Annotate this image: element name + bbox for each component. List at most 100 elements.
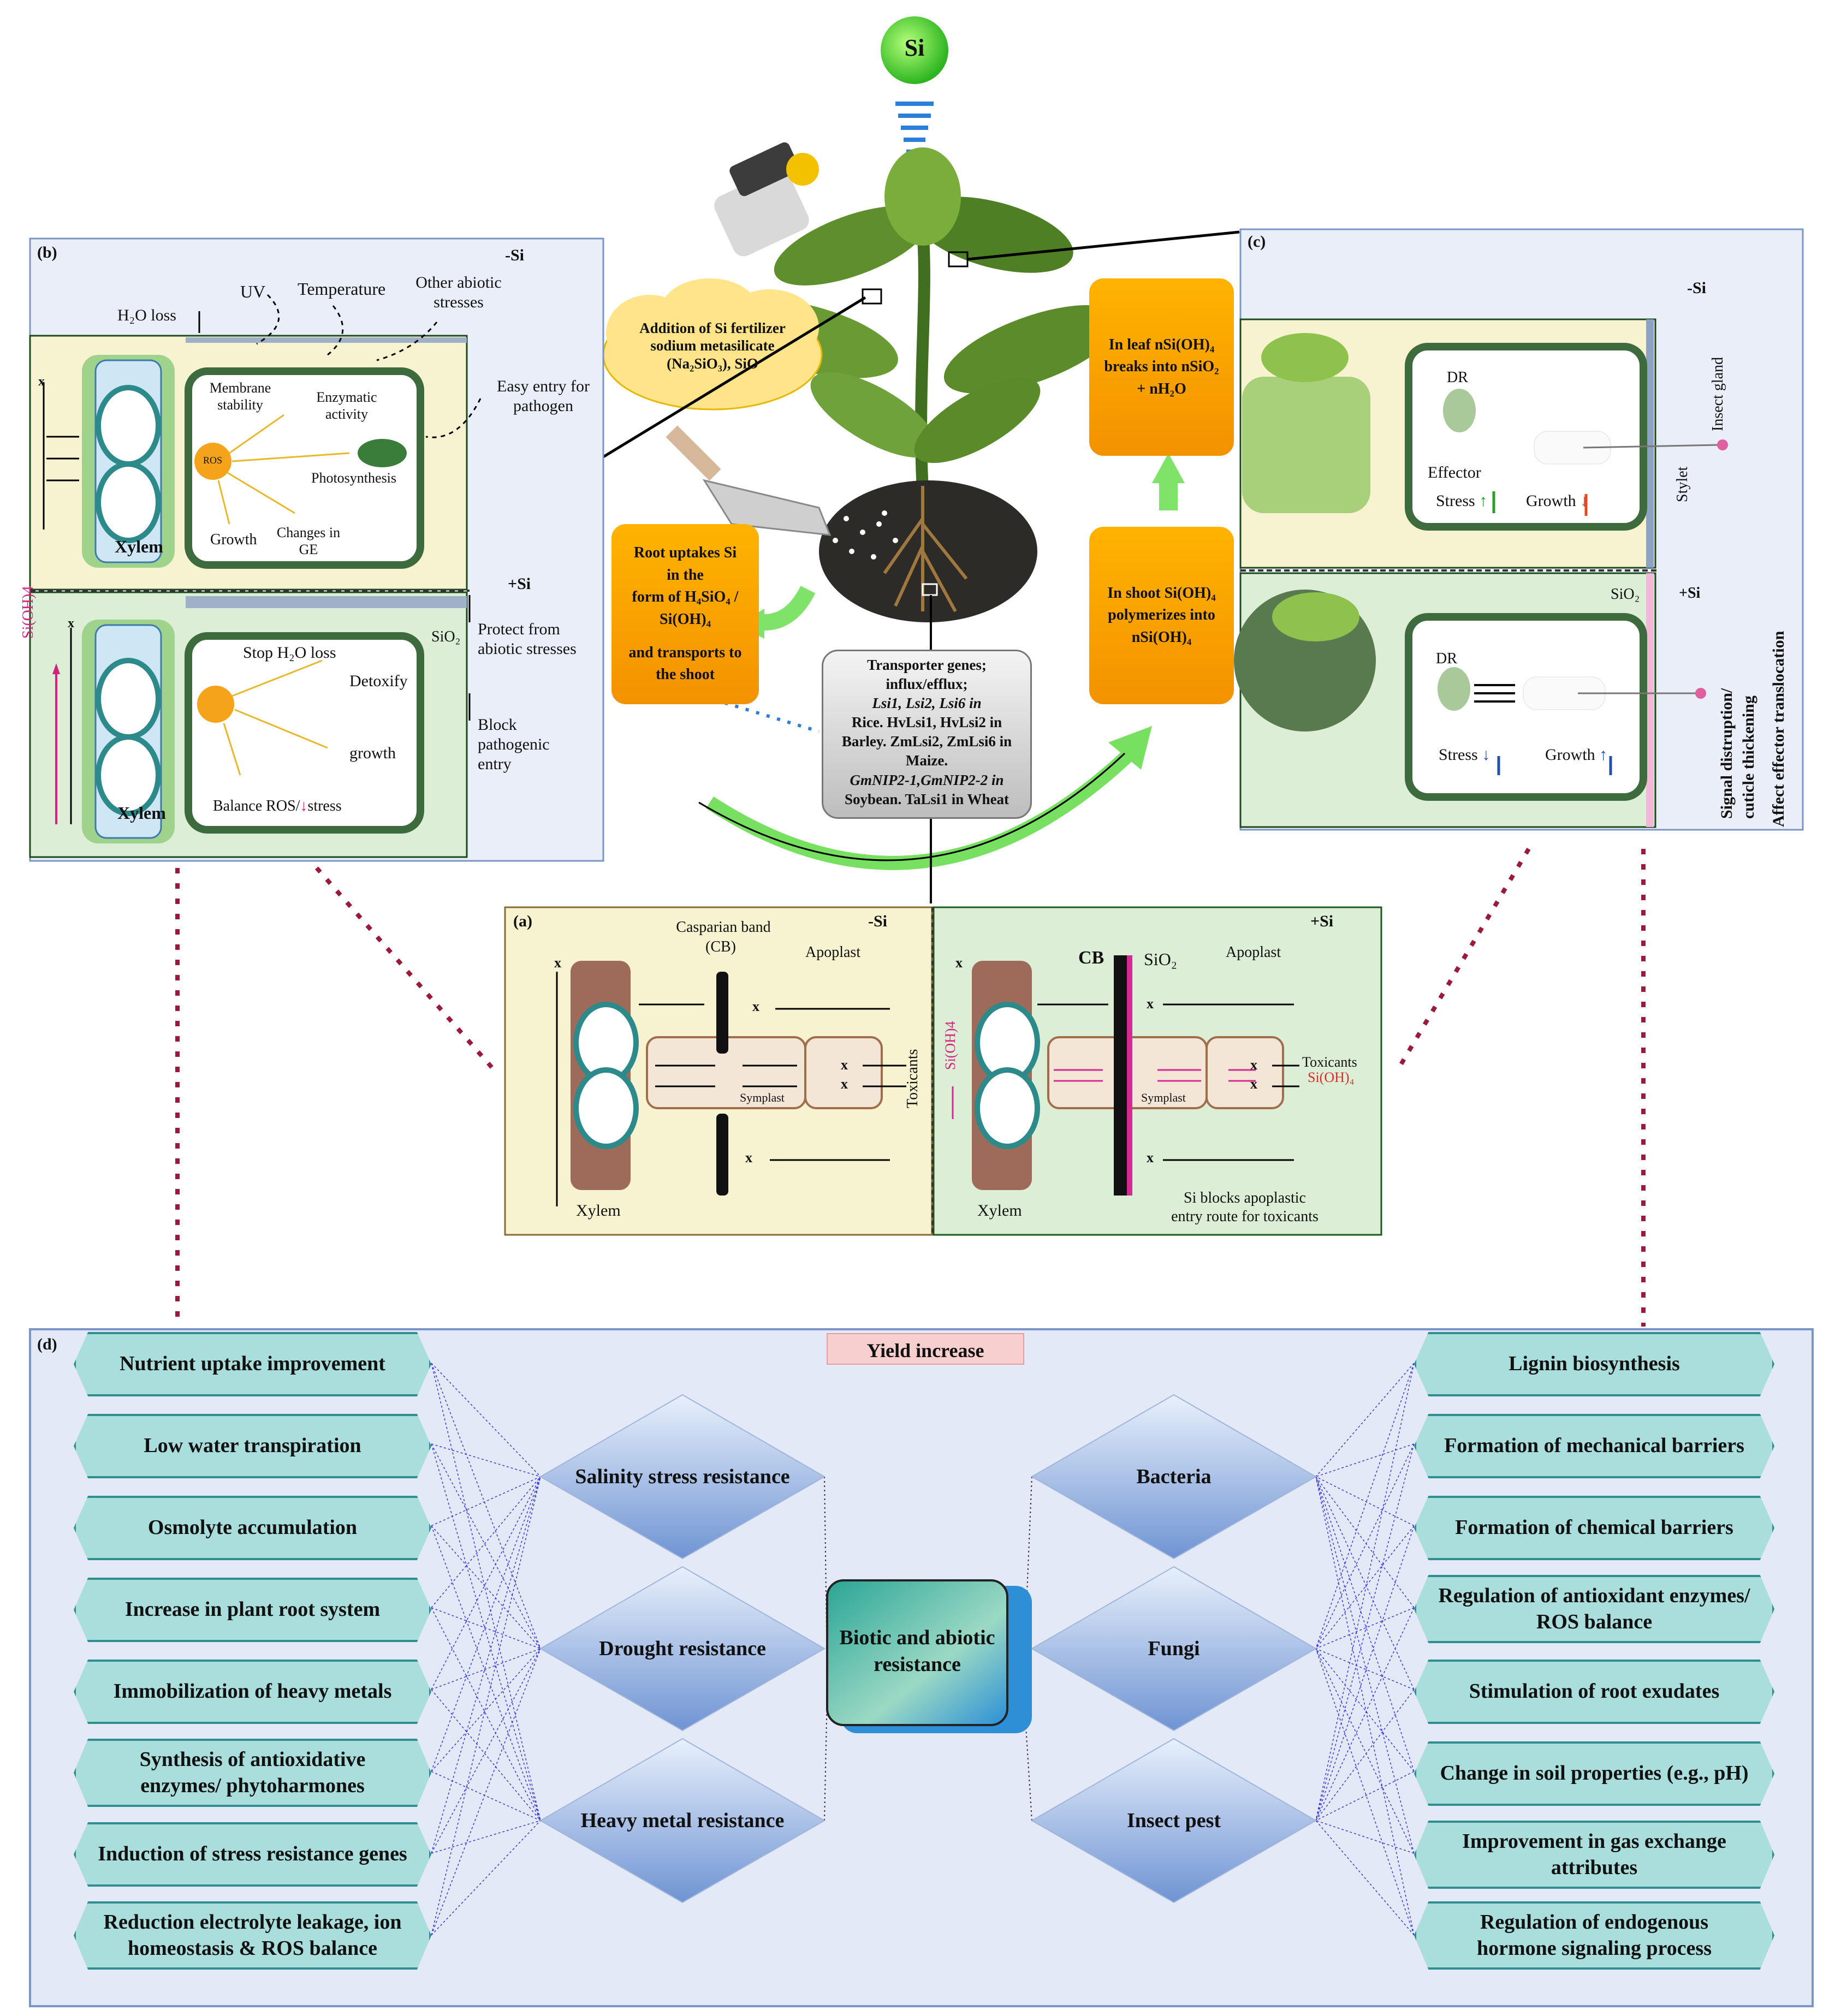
stress-text: stress [307,798,342,814]
si-label: Si [904,34,925,61]
panel-b-plus-si: +Si [508,575,531,593]
left-item-3: Osmolyte accumulation [74,1496,431,1560]
stress-up-label: Stress ↑ [1436,492,1488,510]
toxicants-label: Toxicants [1302,1054,1357,1070]
green-arrow-left [764,585,816,631]
block-label: Block pathogenic entry [478,716,550,773]
leaf-break-box: In leaf nSi(OH)₄ breaks into nSiO₂ + nH₂… [1089,278,1234,456]
enzymatic-label: Enzymatic activity [316,389,377,423]
stylet-label: Stylet [1674,466,1691,502]
left-item-2: Low water transpiration [74,1414,431,1478]
diamonds [539,1394,1317,1904]
sioh4-vertical-b: Si(OH)4 [20,586,37,639]
transporter-line-6: Maize. [905,752,948,769]
shoot-line-2: polymerizes into [1108,606,1215,624]
panel-b-minus-si: -Si [505,246,525,264]
x-mark-a3: x [841,1057,848,1073]
growth-plus-label: growth [349,744,396,762]
x-axis-mark-top: x [38,374,45,389]
root-line-3: form of H₄SiO₄ / [632,588,739,606]
dr-label-bottom: DR [1436,650,1457,667]
effector-label: Effector [1428,463,1481,481]
network-right [1315,1363,1415,1936]
cloud-shape [602,278,823,411]
transporter-line-4: Rice. HvLsi1, HvLsi2 in [851,714,1002,731]
panel-c-plus-si: +Si [1679,585,1701,602]
apoplast-label-a2: Apoplast [1226,944,1281,961]
network-left [431,1363,541,1936]
left-item-6: Synthesis of antioxidative enzymes/ phyt… [74,1739,431,1807]
sioh4-red-label: Si(OH)₄ [1308,1069,1355,1085]
x-mark-a1: x [554,955,561,971]
left-item-1: Nutrient uptake improvement [74,1332,431,1396]
insect-gland-label: Insect gland [1709,356,1726,431]
x-mark-a8: x [1250,1057,1257,1073]
easy-entry-label: Easy entry for pathogen [497,377,590,415]
leaf-line-1: In leaf nSi(OH)₄ [1108,336,1215,353]
x-mark-a6: x [955,955,963,971]
sioh4-vertical-a: Si(OH)4 [942,1021,958,1070]
growth-down-label: Growth ↓ [1526,492,1589,510]
stress-down-text: Stress [1439,746,1478,764]
panel-a-plus-si: +Si [1310,912,1334,930]
casparian-label: Casparian band [676,919,771,936]
si-ball [881,16,948,84]
shoot-polymer-box: In shoot Si(OH)₄ polymerizes into nSi(OH… [1089,527,1234,704]
diamond-insect-pest: Insect pest [1126,1809,1221,1832]
diamond-heavy-metal: Heavy metal resistance [580,1809,785,1832]
green-arrow-curve [705,748,1135,870]
right-item-8: Regulation of endogenous hormone signali… [1414,1901,1774,1970]
right-item-6: Change in soil properties (e.g., pH) [1414,1741,1774,1806]
x-mark-a7: x [1147,996,1154,1012]
panel-c-minus-si: -Si [1687,279,1707,297]
symplast-label-a2: Symplast [1141,1091,1186,1104]
root-line-7: the shoot [655,666,715,683]
panel-c-label: (c) [1248,233,1266,251]
right-item-1: Lignin biosynthesis [1414,1332,1774,1396]
uv-label: UV [240,282,266,301]
root-line-4: Si(OH)₄ [660,611,711,628]
growth-up-label: Growth ↑ [1545,746,1608,764]
growth-label: Growth [210,531,257,548]
center-resistance: Biotic and abiotic resistance [839,1626,995,1676]
xylem-label-a2: Xylem [977,1202,1022,1220]
x-mark-a5: x [745,1150,752,1165]
si-blocks-line-2: entry route for toxicants [1171,1208,1319,1225]
signal-disruption-label: Signal distruption/ [1718,688,1736,819]
stress-down-label: Stress ↓ [1439,746,1490,764]
root-line-2: in the [667,566,704,584]
sio2-label-a: SiO₂ [1144,949,1177,969]
cb-paren-label: (CB) [705,938,736,955]
toxicants-vertical: Toxicants [904,1049,921,1108]
diamond-drought: Drought resistance [599,1637,766,1660]
balance-text: Balance ROS/ [213,798,300,814]
panel-a-label: (a) [513,912,532,930]
right-item-3: Formation of chemical barriers [1414,1496,1774,1560]
cb-label: CB [1078,948,1104,968]
growth-up-text: Growth [1545,746,1595,764]
xylem-label-a: Xylem [576,1202,621,1220]
ros-label: ROS [203,455,223,466]
root-line-1: Root uptakes Si [633,544,737,562]
trowel-image [666,425,832,536]
changes-ge-label: Changes in GE [276,525,341,558]
sprayer-image [714,142,819,257]
diamond-fungi: Fungi [1148,1637,1200,1660]
x-mark-a4: x [841,1076,848,1092]
affect-effector-label: Affect effector translocation [1769,631,1788,827]
root-uptake-box: Root uptakes Si in the form of H₄SiO₄ / … [611,524,759,704]
left-item-5: Immobilization of heavy metals [74,1660,431,1724]
x-mark-a2: x [752,998,759,1014]
sio2-label-b: SiO₂ [431,628,461,645]
apoplast-label-a: Apoplast [805,944,861,961]
si-blocks-label: Si blocks apoplastic entry route for tox… [1141,1189,1349,1226]
transporter-line-3: Lsi1, Lsi2, Lsi6 in [872,695,982,712]
stress-up-text: Stress [1436,492,1475,510]
left-item-4: Increase in plant root system [74,1578,431,1642]
panel-a-minus-si: -Si [868,912,888,930]
temperature-label: Temperature [298,279,386,299]
si-blocks-line-1: Si blocks apoplastic [1184,1190,1306,1206]
x-axis-mark-bottom: x [68,616,74,631]
diamond-bacteria: Bacteria [1136,1465,1212,1488]
